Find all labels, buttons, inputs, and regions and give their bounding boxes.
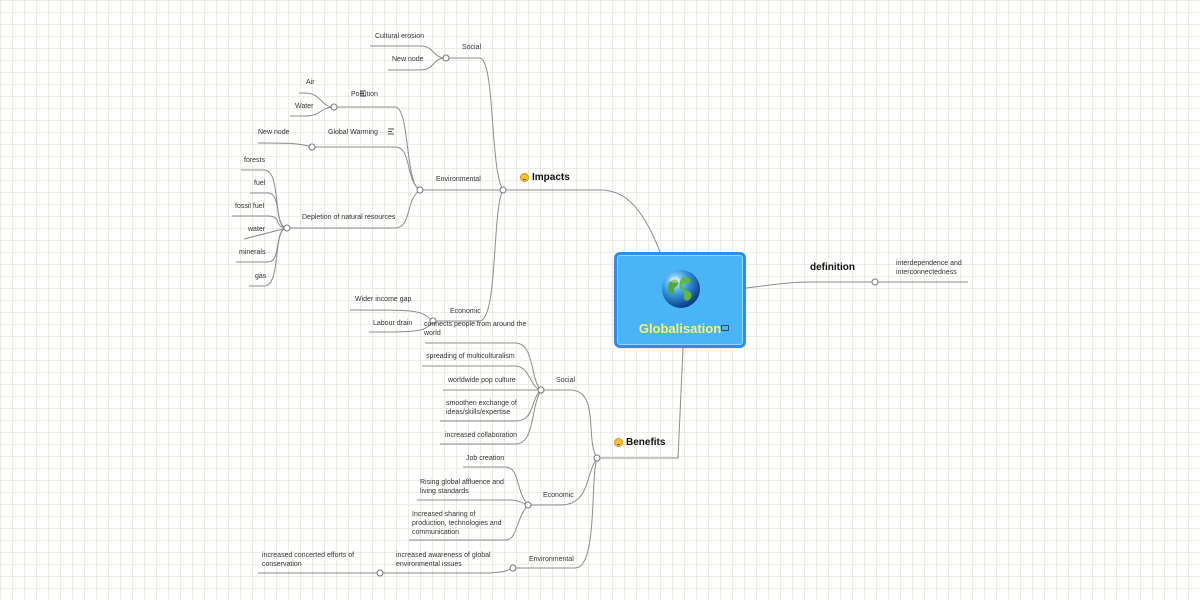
benefits-environmental-label[interactable]: Environmental [529,556,574,563]
impacts-environmental-handle[interactable] [416,186,424,194]
benefits-social-item[interactable]: worldwide pop culture [448,377,516,384]
global-warming-item[interactable]: New node [258,129,290,136]
definition-label: definition [810,262,855,273]
benefits-social-item[interactable]: spreading of multiculturalism [426,353,515,360]
depletion-item[interactable]: water [248,226,266,233]
depletion-item[interactable]: fuel [254,180,266,187]
global-warming-label[interactable]: Global Warming [328,129,378,136]
benefits-social-item[interactable]: connects people from around the world [424,321,527,337]
benefits-economic-item[interactable]: Job creation [466,455,505,462]
pollution-handle[interactable] [330,103,338,111]
depletion-item[interactable]: minerals [239,249,266,256]
benefits-label: Benefits [626,437,666,448]
impacts-social-item[interactable]: Cultural erosion [375,33,425,40]
depletion-item[interactable]: fossil fuel [235,203,265,210]
definition-text[interactable]: interdependence and interconnectedness [896,260,962,276]
benefits-economic-item[interactable]: Increased sharing of production, technol… [412,511,502,536]
impacts-topic[interactable]: Impacts [520,172,570,183]
benefits-node-handle[interactable] [593,454,601,462]
benefits-economic-item[interactable]: Rising global affluence and living stand… [420,479,504,495]
pollution-item[interactable]: Air [306,79,315,86]
impacts-environmental-label[interactable]: Environmental [436,176,481,183]
impacts-economic-handle[interactable] [429,317,437,325]
pollution-item[interactable]: Water [295,103,314,110]
benefits-environmental-subitem[interactable]: increased concerted efforts of conservat… [262,552,355,568]
impacts-social-handle[interactable] [442,54,450,62]
central-topic[interactable]: Globalisation [614,252,746,348]
global-warming-handle[interactable] [308,143,316,151]
benefits-topic[interactable]: Benefits [614,437,665,448]
awareness-handle[interactable] [376,569,384,577]
benefits-social-label[interactable]: Social [556,377,576,384]
smiley-icon [614,438,623,447]
impacts-social-item[interactable]: New node [392,56,424,63]
depletion-handle[interactable] [283,224,291,232]
central-title: Globalisation [638,321,722,336]
impacts-economic-label[interactable]: Economic [450,308,481,315]
definition-node-handle[interactable] [871,278,879,286]
benefits-environmental-item[interactable]: increased awareness of global environmen… [396,552,491,568]
impacts-social-label[interactable]: Social [462,44,482,51]
benefits-environmental-handle[interactable] [509,564,517,572]
benefits-social-item[interactable]: increased collaboration [445,432,517,439]
impacts-economic-item[interactable]: Labour drain [373,320,413,327]
benefits-economic-label[interactable]: Economic [543,492,574,499]
impacts-label: Impacts [532,172,570,183]
filter-icon[interactable] [388,128,396,135]
benefits-economic-handle[interactable] [524,501,532,509]
depletion-item[interactable]: gas [255,273,267,280]
impacts-economic-item[interactable]: Wider income gap [355,296,412,303]
depletion-label[interactable]: Depletion of natural resources [302,214,396,221]
globe-icon [662,270,700,308]
benefits-social-handle[interactable] [537,386,545,394]
smiley-icon [520,173,529,182]
pollution-label[interactable]: Pollution [351,91,378,98]
depletion-item[interactable]: forests [244,157,266,164]
note-icon[interactable] [721,325,729,331]
definition-topic[interactable]: definition [810,262,855,273]
impacts-node-handle[interactable] [499,186,507,194]
filter-icon[interactable] [360,90,368,97]
benefits-social-item[interactable]: smoothen exchange of ideas/skills/expert… [446,400,517,416]
